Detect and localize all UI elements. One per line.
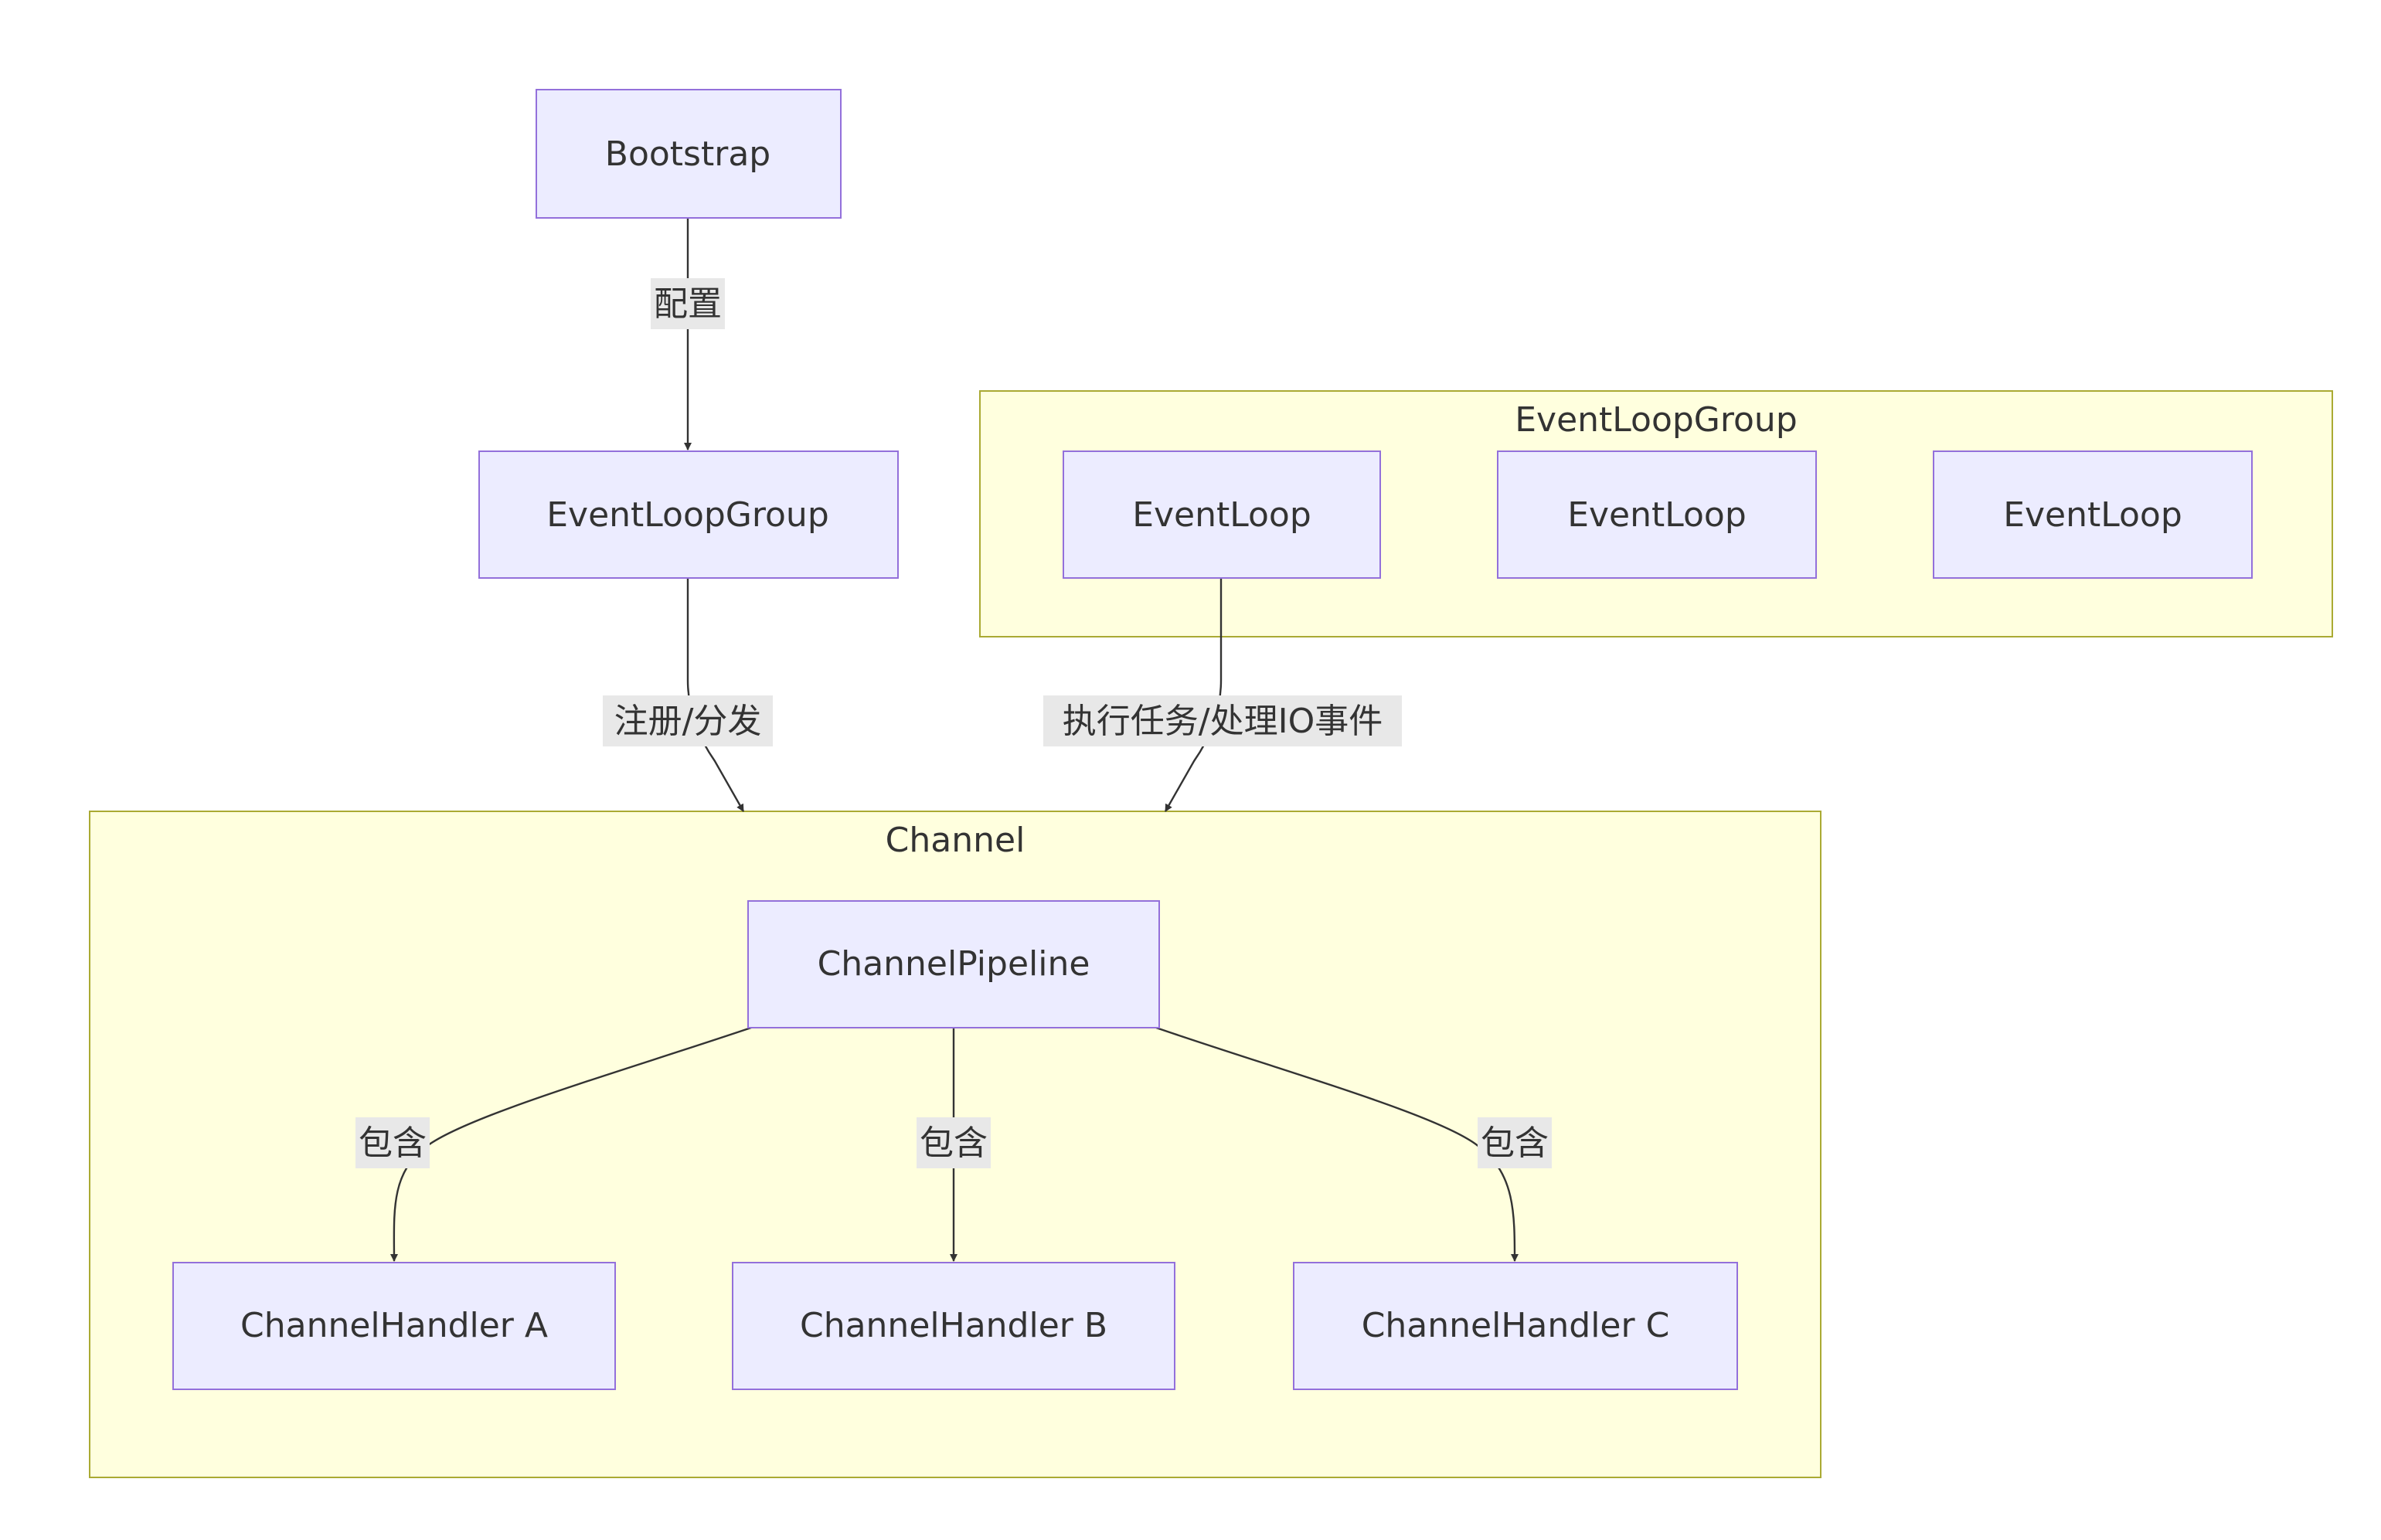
edge-label-contains-c: 包含 [1478, 1117, 1552, 1168]
node-event-loop-3-label: EventLoop [2003, 495, 2182, 535]
node-handler-a-box[interactable] [172, 1262, 616, 1390]
node-event-loop-1-box[interactable] [1063, 450, 1381, 579]
node-event-loop-3-box[interactable] [1933, 450, 2253, 579]
node-event-loop-group-label: EventLoopGroup [546, 495, 829, 535]
edge-label-execute-tasks: 执行任务/处理IO事件 [1043, 695, 1402, 746]
node-event-loop-3[interactable]: EventLoop [1933, 450, 2253, 579]
edge-label-execute-tasks-text: 执行任务/处理IO事件 [1063, 702, 1383, 741]
node-event-loop-1[interactable]: EventLoop [1063, 450, 1381, 579]
node-bootstrap[interactable]: Bootstrap [536, 89, 842, 219]
node-event-loop-2-label: EventLoop [1567, 495, 1747, 535]
node-handler-c-box[interactable] [1293, 1262, 1738, 1390]
node-event-loop-1-label: EventLoop [1132, 495, 1311, 535]
node-handler-c[interactable]: ChannelHandler C [1293, 1262, 1738, 1390]
nodes: Bootstrap EventLoopGroup EventLoop Event… [172, 89, 2253, 1390]
node-handler-b-label: ChannelHandler B [800, 1306, 1107, 1345]
cluster-channel-title: Channel [886, 821, 1026, 860]
node-handler-a[interactable]: ChannelHandler A [172, 1262, 616, 1390]
edge-label-configure-text: 配置 [654, 284, 722, 324]
edge-label-contains-a-text: 包含 [359, 1124, 427, 1163]
node-event-loop-group[interactable]: EventLoopGroup [478, 450, 899, 579]
edge-label-execute-tasks-bg [1043, 695, 1402, 746]
node-channel-pipeline[interactable]: ChannelPipeline [747, 900, 1160, 1028]
edge-label-configure-bg [651, 278, 725, 329]
node-event-loop-group-box[interactable] [478, 450, 899, 579]
edge-pipeline-to-handler-c [1155, 1026, 1519, 1262]
cluster-event-loop-group-title: EventLoopGroup [1515, 400, 1798, 440]
edge-label-contains-a: 包含 [355, 1117, 430, 1168]
node-handler-c-label: ChannelHandler C [1362, 1306, 1670, 1345]
edge-label-contains-a-bg [355, 1117, 430, 1168]
edge-label-register-dispatch-text: 注册/分发 [614, 702, 762, 741]
edge-event-loop-group-to-channel [686, 578, 745, 812]
edge-label-configure: 配置 [651, 278, 725, 329]
node-channel-pipeline-box[interactable] [747, 900, 1160, 1028]
node-bootstrap-box[interactable] [536, 89, 842, 219]
node-handler-b[interactable]: ChannelHandler B [732, 1262, 1175, 1390]
edge-label-contains-c-bg [1478, 1117, 1552, 1168]
node-channel-pipeline-label: ChannelPipeline [818, 944, 1090, 984]
edge-label-register-dispatch: 注册/分发 [603, 695, 773, 746]
node-event-loop-2[interactable]: EventLoop [1497, 450, 1817, 579]
edge-label-contains-b-bg [917, 1117, 991, 1168]
edge-labels: 配置 注册/分发 执行任务/处理IO事件 包含 包含 包含 [355, 278, 1552, 1168]
node-handler-a-label: ChannelHandler A [240, 1306, 548, 1345]
edge-label-contains-c-text: 包含 [1481, 1124, 1549, 1163]
edge-label-contains-b: 包含 [917, 1117, 991, 1168]
edge-label-contains-b-text: 包含 [920, 1124, 988, 1163]
edge-label-register-dispatch-bg [603, 695, 773, 746]
node-bootstrap-label: Bootstrap [605, 134, 770, 174]
edge-pipeline-to-handler-a [389, 1026, 752, 1262]
node-event-loop-2-box[interactable] [1497, 450, 1817, 579]
node-handler-b-box[interactable] [732, 1262, 1175, 1390]
